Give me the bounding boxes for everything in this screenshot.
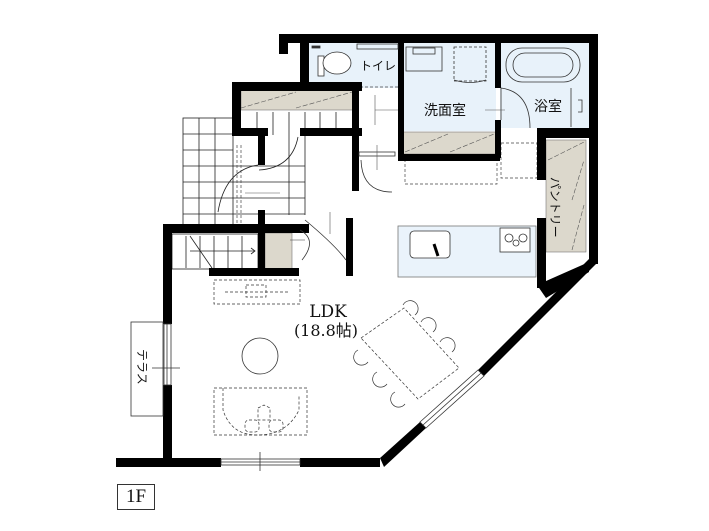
washroom-fixtures — [405, 46, 487, 83]
windows — [163, 43, 485, 471]
label-ldk: LDK — [309, 302, 347, 322]
label-ldk-size: (18.8帖) — [294, 321, 358, 340]
label-bathroom: 浴室 — [534, 98, 562, 115]
wet-area-fills — [309, 43, 589, 131]
label-washroom: 洗面室 — [424, 102, 466, 119]
sofa — [213, 387, 308, 436]
stairs — [171, 112, 337, 270]
storage-diagonals — [240, 91, 585, 251]
bathtub — [505, 47, 583, 127]
kitchen-counter — [397, 225, 537, 278]
tv-board — [213, 279, 301, 305]
label-pantry: パントリー — [548, 177, 562, 238]
guide-crosses — [245, 95, 505, 241]
terrace — [130, 321, 164, 417]
walls — [116, 34, 598, 467]
dining-set — [353, 300, 460, 408]
label-terrace: テラス — [135, 349, 149, 385]
round-table — [241, 337, 279, 375]
storage-fills — [240, 89, 587, 270]
floor-label: 1F — [117, 484, 155, 510]
label-toilet: トイレ — [360, 59, 396, 73]
toilet-fixture — [311, 45, 352, 77]
